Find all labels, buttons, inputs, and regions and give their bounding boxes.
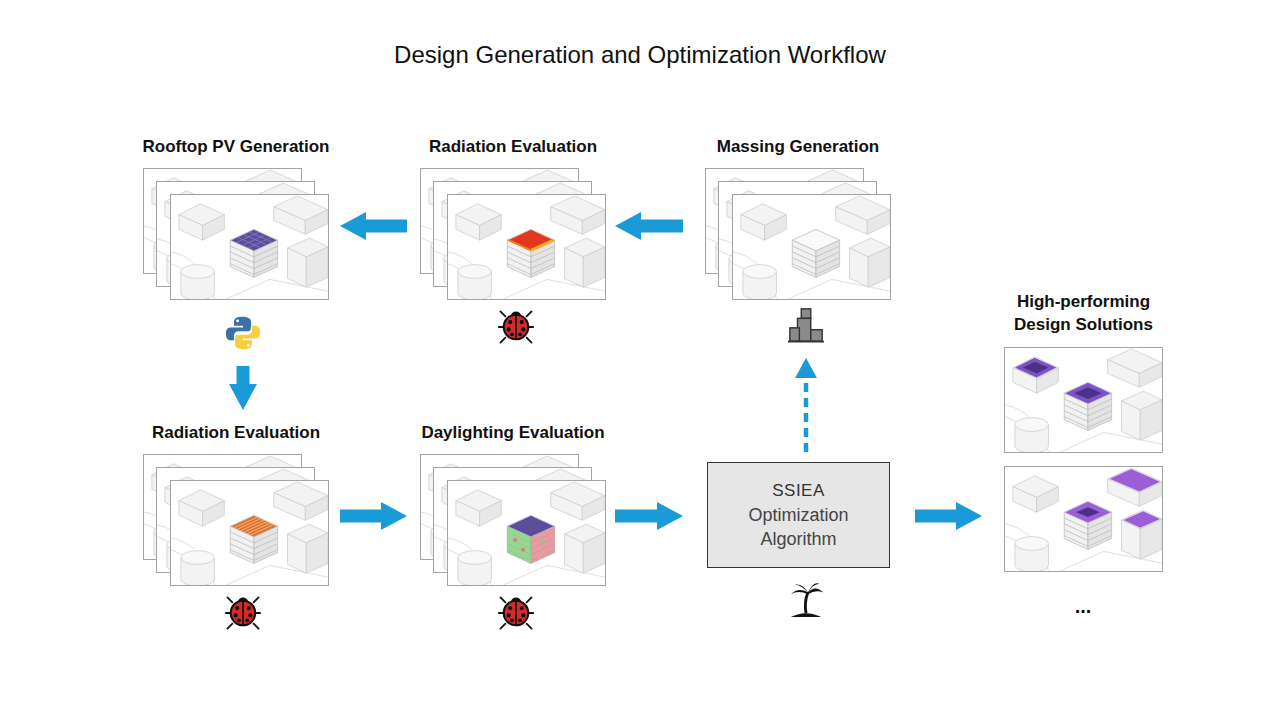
python-icon [226, 317, 260, 349]
analysis-overlay [1065, 469, 1160, 528]
image-stack: Rooftop PV Generation [143, 168, 329, 300]
node-heading: Daylighting Evaluation [421, 423, 604, 443]
heading-text: Daylighting Evaluation [421, 423, 604, 443]
city-model [1005, 468, 1162, 571]
analysis-overlay [231, 230, 276, 251]
node-heading: Rooftop PV Generation [143, 137, 330, 157]
render-panel [447, 480, 606, 586]
city-model [171, 196, 328, 299]
massing-render [448, 481, 605, 585]
render-panel [170, 480, 329, 586]
feedback-arrow [804, 378, 809, 452]
flow-arrow [340, 510, 381, 523]
island-icon [791, 583, 823, 617]
diagram-title: Design Generation and Optimization Workf… [0, 40, 1280, 70]
flow-arrow [366, 220, 407, 233]
ladybug-icon [226, 597, 260, 628]
render-panel [1004, 466, 1163, 572]
city-model [733, 196, 890, 299]
image-stack: Massing Generation [705, 168, 891, 300]
analysis-overlay [507, 516, 554, 564]
massing-render [733, 195, 890, 299]
algorithm-name: SSIEA [772, 479, 825, 503]
image-stack: Radiation Evaluation [143, 454, 329, 586]
city-model [448, 482, 605, 585]
render-panel [1004, 347, 1163, 453]
process-box: SSIEAOptimization Algorithm [707, 462, 890, 568]
flow-arrow [237, 366, 250, 384]
render-panel [170, 194, 329, 300]
node-heading: Radiation Evaluation [429, 137, 597, 157]
city-model [1005, 349, 1162, 452]
city-model [171, 482, 328, 585]
massing-render [171, 481, 328, 585]
analysis-overlay [1015, 358, 1111, 404]
ellipsis-label: ... [1033, 594, 1133, 618]
heading-text: Rooftop PV Generation [143, 137, 330, 157]
image-stack: Radiation Evaluation [420, 168, 606, 300]
ladybug-icon [499, 597, 533, 628]
flow-arrow [615, 510, 657, 523]
node-heading: Massing Generation [717, 137, 879, 157]
heading-text: Massing Generation [717, 137, 879, 157]
flow-arrow [915, 510, 956, 523]
massing-render [448, 195, 605, 299]
image-stack: High-performing Design Solutions [1004, 347, 1163, 572]
node-heading: High-performing Design Solutions [994, 290, 1174, 336]
analysis-overlay [231, 516, 276, 537]
massing-icon [788, 309, 824, 342]
massing-render [171, 195, 328, 299]
image-stack: Daylighting Evaluation [420, 454, 606, 586]
massing-render [1005, 348, 1162, 452]
heading-text: High-performing Design Solutions [994, 290, 1174, 336]
render-panel [447, 194, 606, 300]
node-heading: Radiation Evaluation [152, 423, 320, 443]
algorithm-text: Optimization Algorithm [724, 503, 874, 551]
heading-text: Radiation Evaluation [152, 423, 320, 443]
heading-text: Radiation Evaluation [429, 137, 597, 157]
ladybug-icon [499, 311, 533, 342]
flow-arrow [641, 220, 683, 233]
analysis-overlay [508, 230, 553, 251]
render-panel [732, 194, 891, 300]
massing-render [1005, 467, 1162, 571]
city-model [448, 196, 605, 299]
